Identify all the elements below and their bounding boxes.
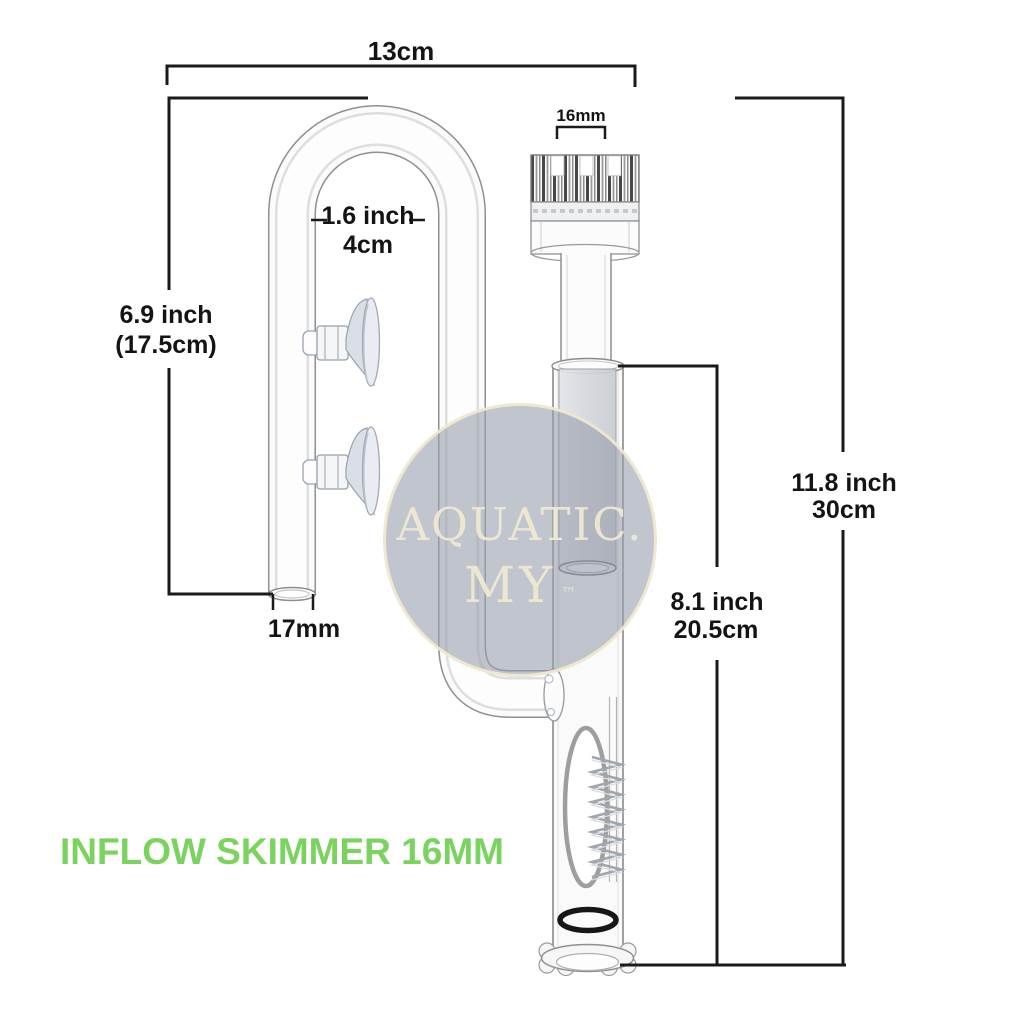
dim-20-5cm-label: 20.5cm xyxy=(674,616,759,644)
suction-cup-lower xyxy=(302,426,381,516)
skimmer-window xyxy=(562,697,627,889)
dim-16mm: 16mm xyxy=(555,106,607,139)
dim-8-1-inch-label: 8.1 inch xyxy=(670,588,763,616)
dim-30cm-label: 30cm xyxy=(812,496,876,524)
skimmer-cap xyxy=(530,154,640,263)
dim-8-1-inch: 8.1 inch 20.5cm xyxy=(618,364,764,965)
dim-17-5cm-label: (17.5cm) xyxy=(115,331,216,359)
dim-13cm-label: 13cm xyxy=(368,36,435,66)
u-bend-pipe xyxy=(267,105,557,718)
dim-4cm-label: 4cm xyxy=(343,231,393,259)
dim-16mm-label: 16mm xyxy=(556,106,605,125)
product-title: INFLOW SKIMMER 16MM xyxy=(60,831,504,872)
skimmer-spiral xyxy=(586,755,627,879)
dim-6-9-inch: 6.9 inch (17.5cm) xyxy=(115,96,368,596)
dim-11-8-inch-label: 11.8 inch xyxy=(791,469,897,497)
dim-13cm: 13cm xyxy=(165,36,637,87)
dim-11-8-inch: 11.8 inch 30cm xyxy=(735,96,897,965)
dim-17mm: 17mm xyxy=(268,594,340,643)
suction-cup-upper xyxy=(302,297,381,387)
watermark-brand-top: AQUATIC. xyxy=(396,498,644,551)
neck-tube xyxy=(560,253,612,366)
o-ring xyxy=(557,906,619,934)
dim-17mm-label: 17mm xyxy=(268,615,340,643)
dim-1-6-inch: 1.6 inch 4cm xyxy=(311,202,425,259)
pipe-joint xyxy=(543,668,565,722)
dim-6-9-inch-label: 6.9 inch xyxy=(119,301,212,329)
trademark-symbol: ™ xyxy=(561,584,577,602)
dim-1-6-inch-label: 1.6 inch xyxy=(321,202,414,230)
